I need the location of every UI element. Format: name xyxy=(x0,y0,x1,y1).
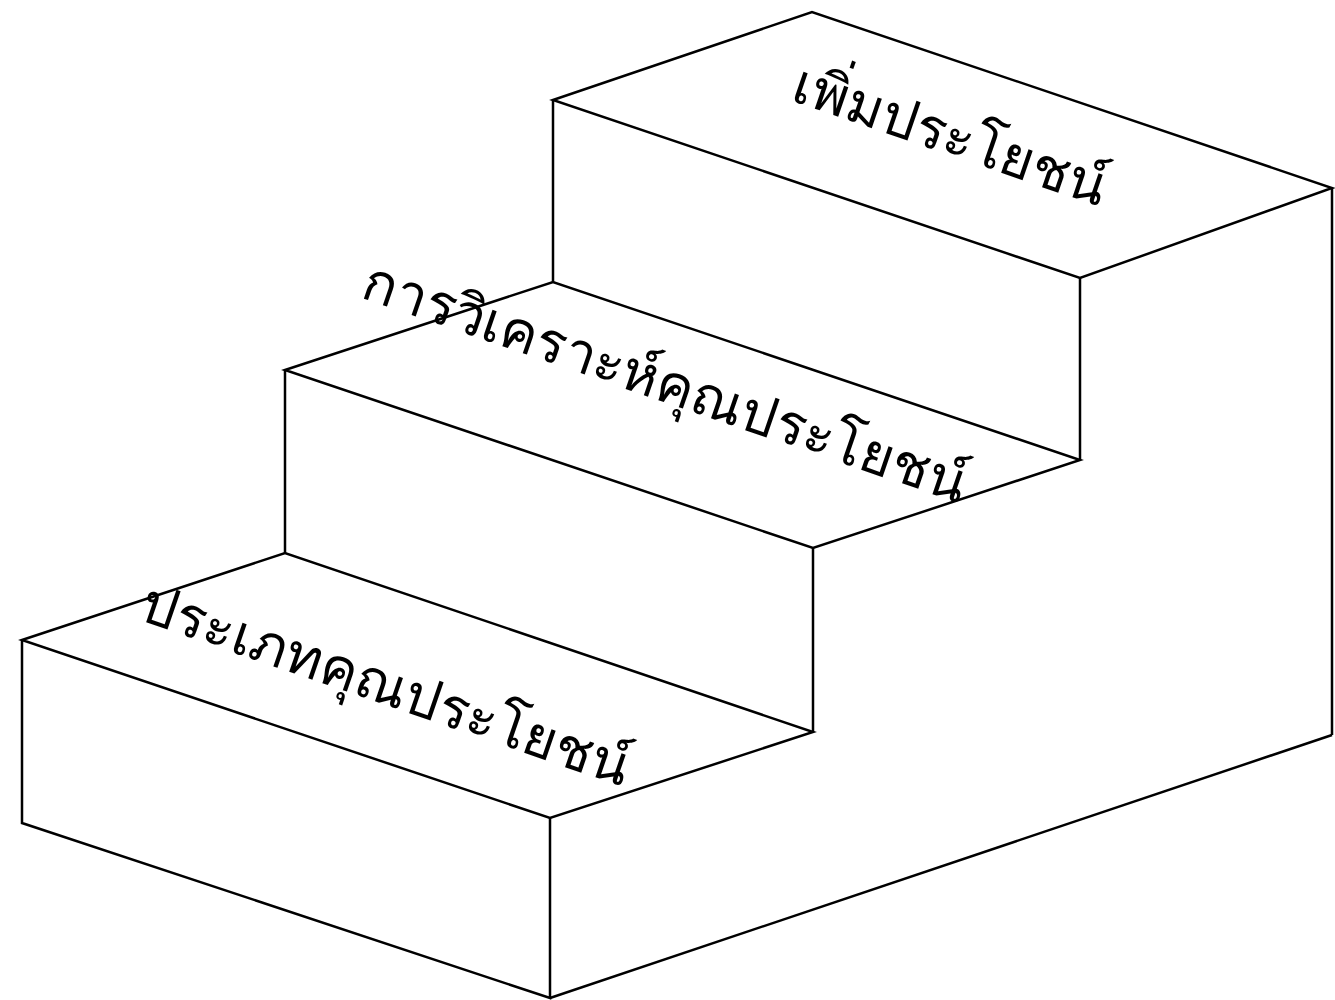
base-edge xyxy=(550,735,1332,998)
riser-edge xyxy=(552,100,555,282)
step-label: เพิ่มประโยชน์ xyxy=(783,47,1117,223)
tread-top xyxy=(553,12,1332,278)
riser-edge xyxy=(284,370,287,553)
tread-bottom xyxy=(22,553,813,818)
side-edge xyxy=(1331,188,1334,735)
riser-middle xyxy=(812,548,815,732)
step-label: การวิเคราะห์คุณประโยชน์ xyxy=(353,244,976,519)
riser-top xyxy=(1079,278,1082,460)
step-label: ประเภทคุณประโยชน์ xyxy=(131,567,640,803)
